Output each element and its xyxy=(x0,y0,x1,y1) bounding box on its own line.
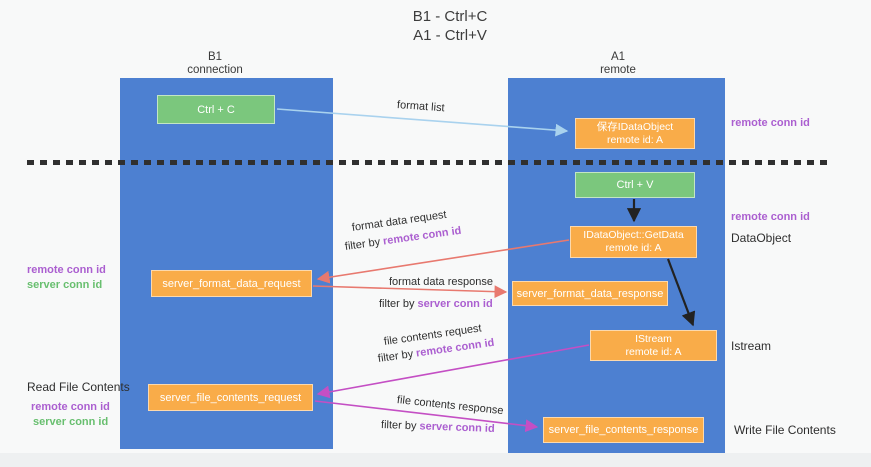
server-conn-id-mid-left-label: server conn id xyxy=(27,279,103,291)
format-list-label: format list xyxy=(396,99,445,115)
remote-conn-id-text-1: remote conn id xyxy=(382,224,463,248)
node-istream: IStream remote id: A xyxy=(590,330,717,361)
remote-conn-id-mid-left-label: remote conn id xyxy=(27,264,106,276)
server-file-contents-response-label: server_file_contents_response xyxy=(548,424,699,436)
filter-by-text-4: filter by xyxy=(380,419,420,433)
lane-b1-subtitle: connection xyxy=(187,64,243,76)
dashed-separator-line xyxy=(27,160,833,165)
server-file-contents-request-label: server_file_contents_request xyxy=(159,391,302,404)
node-server-file-contents-request: server_file_contents_request xyxy=(148,384,313,411)
istream-line1: IStream xyxy=(635,332,672,345)
node-idataobject-getdata: IDataObject::GetData remote id: A xyxy=(570,226,697,258)
remote-conn-id-top-right-label: remote conn id xyxy=(731,117,810,129)
read-file-contents-label: Read File Contents xyxy=(27,380,130,394)
server-format-data-request-label: server_format_data_request xyxy=(162,277,301,290)
lane-header-a1: A1 remote xyxy=(563,51,673,77)
lane-a1-subtitle: remote xyxy=(600,64,636,76)
format-data-response-filter-label: filter by server conn id xyxy=(379,298,493,310)
ctrl-v-label: Ctrl + V xyxy=(616,179,654,191)
server-format-data-response-label: server_format_data_response xyxy=(516,287,664,300)
filter-by-text-2: filter by xyxy=(379,298,418,310)
remote-conn-id-bottom-left-label: remote conn id xyxy=(31,401,110,413)
save-idataobject-line1: 保存IDataObject xyxy=(596,120,674,133)
diagram-title: B1 - Ctrl+C A1 - Ctrl+V xyxy=(330,7,570,45)
node-server-format-data-response: server_format_data_response xyxy=(512,281,668,306)
node-ctrl-c: Ctrl + C xyxy=(157,95,275,124)
file-contents-response-label: file contents response xyxy=(396,394,505,418)
server-conn-id-text-2: server conn id xyxy=(417,298,493,310)
getdata-line1: IDataObject::GetData xyxy=(583,229,684,241)
title-line-1: B1 - Ctrl+C xyxy=(412,8,488,25)
node-server-file-contents-response: server_file_contents_response xyxy=(543,417,704,443)
getdata-line2: remote id: A xyxy=(605,242,662,254)
file-contents-response-filter-label: filter by server conn id xyxy=(381,419,495,435)
format-data-response-label: format data response xyxy=(389,276,493,288)
save-idataobject-line2: remote id: A xyxy=(606,133,664,146)
ctrl-c-label: Ctrl + C xyxy=(197,103,235,116)
node-save-idataobject: 保存IDataObject remote id: A xyxy=(575,118,695,149)
dataobject-label: DataObject xyxy=(731,231,792,245)
server-conn-id-bottom-left-label: server conn id xyxy=(33,416,109,428)
lane-a1-title: A1 xyxy=(610,51,626,63)
lane-b1-title: B1 xyxy=(207,51,223,63)
lane-header-b1: B1 connection xyxy=(160,51,270,77)
istream-side-label: Istream xyxy=(731,339,772,353)
node-ctrl-v: Ctrl + V xyxy=(575,172,695,198)
server-conn-id-text-4: server conn id xyxy=(419,420,495,435)
write-file-contents-label: Write File Contents xyxy=(734,423,836,437)
remote-conn-id-mid-right-label: remote conn id xyxy=(731,211,810,223)
istream-line2: remote id: A xyxy=(625,345,682,358)
filter-by-text-1: filter by xyxy=(344,235,384,253)
filter-by-text-3: filter by xyxy=(377,347,417,365)
bottom-strip xyxy=(0,453,871,467)
title-line-2: A1 - Ctrl+V xyxy=(413,27,487,44)
node-server-format-data-request: server_format_data_request xyxy=(151,270,312,297)
